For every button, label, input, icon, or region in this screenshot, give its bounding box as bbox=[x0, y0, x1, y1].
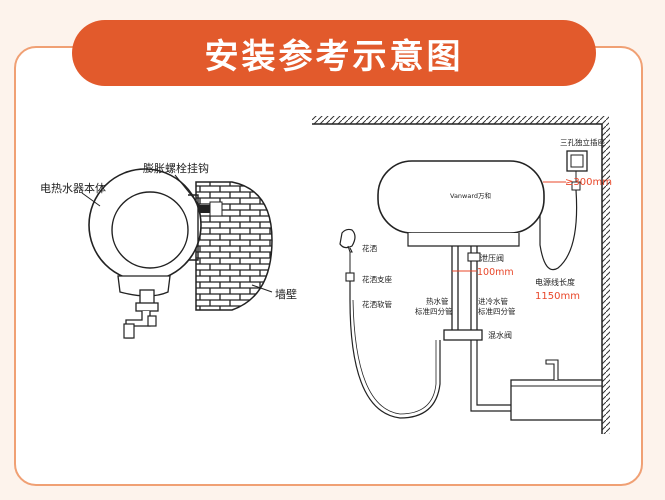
shower-bracket bbox=[345, 272, 355, 282]
brick-wall bbox=[195, 181, 273, 311]
pressure-valve-label: 泄压阀 bbox=[480, 253, 504, 263]
title-banner: 安装参考示意图 bbox=[72, 20, 596, 86]
hot-pipe-label-2: 标准四分管 bbox=[415, 306, 453, 316]
shower-head bbox=[339, 228, 356, 249]
bolt-hook bbox=[196, 205, 222, 213]
ceiling bbox=[312, 116, 609, 124]
wall-label: 墙壁 bbox=[275, 287, 297, 301]
hot-pipe-label-1: 热水管 bbox=[426, 296, 449, 306]
cold-pipe-label-1: 进冷水管 bbox=[478, 296, 508, 306]
socket-distance: ≥300mm bbox=[565, 177, 612, 188]
bolt-hook-label: 膨胀螺栓挂钩 bbox=[143, 161, 209, 175]
cord-length-value: 1150mm bbox=[535, 291, 580, 302]
shower-bracket-label: 花洒支座 bbox=[362, 274, 392, 284]
heater-body-label: 电热水器本体 bbox=[40, 181, 106, 195]
basin-faucet bbox=[545, 359, 559, 380]
pressure-valve bbox=[467, 252, 481, 262]
front-view: 三孔独立插座 ≥300mm 电源线长度 1150mm Vanward万和 泄压阀… bbox=[312, 116, 612, 434]
basin-counter bbox=[510, 379, 603, 421]
mixer-valve bbox=[443, 329, 483, 341]
brand-logo: Vanward万和 bbox=[450, 191, 491, 200]
pipe-spacing: 100mm bbox=[477, 267, 514, 278]
side-wall bbox=[602, 124, 610, 434]
heater-bottom-panel bbox=[407, 233, 520, 247]
banner-title: 安装参考示意图 bbox=[204, 36, 464, 77]
cold-pipe-label-2: 标准四分管 bbox=[478, 306, 516, 316]
socket-label: 三孔独立插座 bbox=[560, 137, 605, 147]
heater-end-cap bbox=[111, 191, 189, 269]
shower-head-label: 花洒 bbox=[362, 243, 377, 253]
power-cord bbox=[539, 189, 578, 271]
side-view: 电热水器本体 膨胀螺栓挂钩 墙壁 bbox=[40, 161, 297, 339]
cord-length-label: 电源线长度 bbox=[535, 277, 575, 287]
shower-hose-label: 花洒软管 bbox=[362, 299, 392, 309]
mixer-label: 混水阀 bbox=[488, 330, 512, 340]
shower-hose bbox=[349, 281, 441, 419]
